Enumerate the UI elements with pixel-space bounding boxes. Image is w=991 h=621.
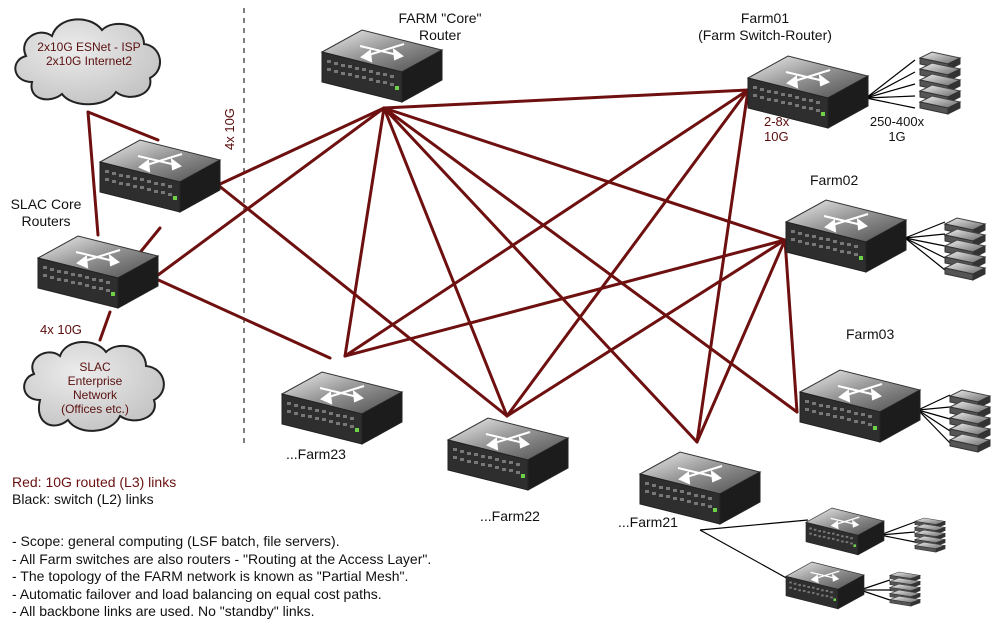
switch-icon[interactable] — [281, 371, 403, 445]
switch-icon[interactable] — [447, 417, 569, 491]
legend-black: Black: switch (L2) links — [12, 491, 154, 507]
switch-icon[interactable] — [785, 199, 907, 273]
legend-red: Red: 10G routed (L3) links — [12, 474, 177, 490]
farm01-subtitle: (Farm Switch-Router) — [698, 27, 832, 43]
server-stack-icon — [914, 517, 946, 553]
cloud-enterprise-label: SLAC Enterprise Network (Offices etc.) — [40, 360, 150, 416]
farm21-label: ...Farm21 — [618, 514, 678, 530]
slac-core-line2: Routers — [21, 213, 71, 229]
server-stack-icon — [919, 51, 961, 115]
note-item: - All Farm switches are also routers - "… — [12, 550, 432, 567]
farm03-label: Farm03 — [846, 326, 895, 342]
farm-core-line2: Router — [418, 27, 462, 43]
server-stack-icon — [949, 389, 991, 453]
notes-list: - Scope: general computing (LSF batch, f… — [12, 533, 431, 621]
farm22-label: ...Farm22 — [480, 508, 540, 524]
farm01-hosts-line2: 1G — [888, 129, 906, 144]
slac-core-routers-label: SLAC Core Routers — [6, 196, 86, 230]
cloud-enterprise-line4: (Offices etc.) — [61, 402, 129, 416]
slac-core-line1: SLAC Core — [10, 196, 82, 212]
l3-links — [86, 88, 799, 444]
server-stack-icon — [889, 571, 921, 607]
farm02-label: Farm02 — [810, 172, 859, 188]
cloud-enterprise-line2: Enterprise — [67, 374, 123, 388]
note-item: - All backbone links are used. No "stand… — [12, 603, 315, 619]
router-icon[interactable] — [37, 235, 159, 309]
farm01-name: Farm01 — [740, 10, 790, 26]
farm01-uplink-label: 2-8x 10G — [764, 114, 789, 144]
farm01-label: Farm01 (Farm Switch-Router) — [680, 10, 850, 44]
farm-core-line1: FARM "Core" — [398, 10, 482, 26]
switch-icon[interactable] — [785, 561, 865, 610]
cloud-isp-label: 2x10G ESNet - ISP 2x10G Internet2 — [24, 40, 154, 68]
note-item: - Scope: general computing (LSF batch, f… — [12, 533, 340, 549]
link-capacity-vertical-label: 4x 10G — [222, 108, 237, 150]
note-item: - The topology of the FARM network is kn… — [12, 568, 409, 584]
cloud-icon — [14, 18, 161, 106]
router-icon[interactable] — [99, 139, 221, 213]
switch-icon[interactable] — [799, 369, 921, 443]
cloud-enterprise-line1: SLAC — [79, 360, 111, 374]
farm01-uplink-line2: 10G — [764, 129, 789, 144]
l2-links — [699, 59, 951, 601]
farm01-hosts-line1: 250-400x — [869, 114, 925, 129]
farm01-hosts-label: 250-400x 1G — [862, 114, 932, 144]
cloud-isp-line1: 2x10G ESNet - ISP — [37, 40, 141, 54]
farm-core-router-label: FARM "Core" Router — [380, 10, 500, 44]
switch-icon[interactable] — [805, 507, 885, 556]
note-item: - Automatic failover and load balancing … — [12, 585, 382, 602]
server-stack-icon — [944, 217, 986, 281]
link-capacity-lower-label: 4x 10G — [40, 322, 82, 337]
farm23-label: ...Farm23 — [286, 446, 346, 462]
cloud-isp-line2: 2x10G Internet2 — [45, 54, 133, 68]
cloud-icon — [23, 340, 165, 432]
cloud-enterprise-line3: Network — [72, 388, 117, 402]
farm01-uplink-line1: 2-8x — [764, 114, 790, 129]
